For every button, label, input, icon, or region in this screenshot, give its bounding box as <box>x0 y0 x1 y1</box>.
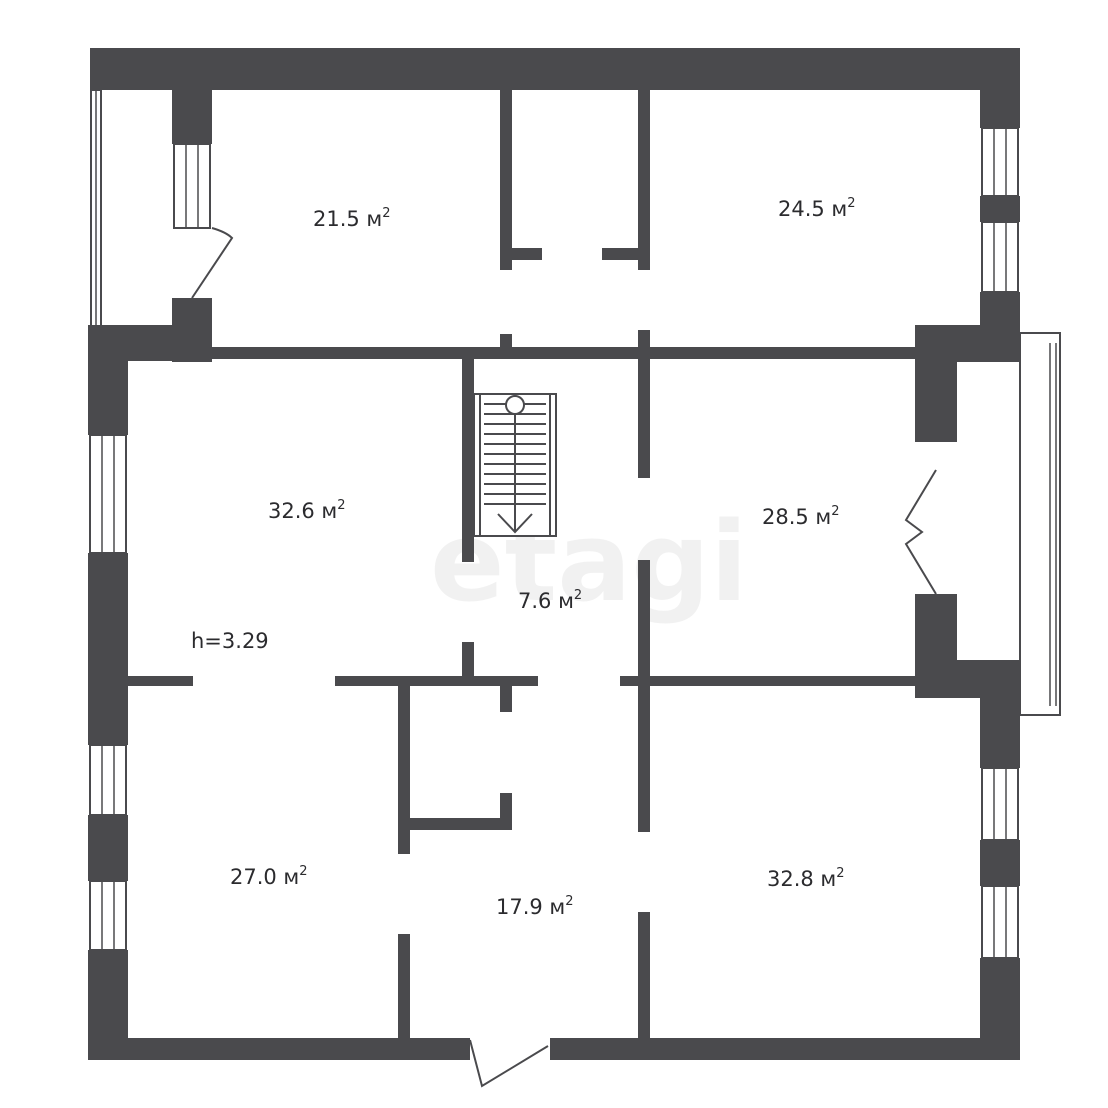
wall-left-2 <box>88 553 128 745</box>
room-label-27-0: 27.0 м2 <box>230 864 308 889</box>
door-balcony <box>191 227 234 299</box>
partition-top-right-stub <box>602 248 650 260</box>
staircase <box>473 393 557 537</box>
window-left-1 <box>89 434 127 554</box>
partition-closet-right <box>500 793 512 830</box>
partition-top-right-vertical <box>638 90 650 270</box>
wall-top <box>90 48 1020 90</box>
partition-mid-right <box>620 676 917 686</box>
partition-mid-left-stub <box>128 676 193 686</box>
wall-left-3 <box>88 815 128 881</box>
wall-left-1 <box>88 325 128 435</box>
partition-closet-bottom <box>398 818 512 830</box>
ceiling-height-label: h=3.29 <box>191 629 269 653</box>
wall-bottom-left <box>88 1038 470 1060</box>
window-right-4 <box>981 885 1019 959</box>
partition-stair-left <box>462 358 474 562</box>
partition-closet-left <box>398 680 410 854</box>
window-right-2 <box>981 221 1019 293</box>
interior-walls <box>128 90 917 1040</box>
window-left-2 <box>89 744 127 816</box>
room-label-32-8: 32.8 м2 <box>767 866 845 891</box>
partition-center-vertical-mid <box>638 560 650 832</box>
window-right-3 <box>981 767 1019 841</box>
room-labels: 21.5 м2 24.5 м2 32.6 м2 28.5 м2 7.6 м2 2… <box>191 196 856 919</box>
outer-walls <box>88 48 1020 1060</box>
door-bay <box>904 469 937 595</box>
room-label-24-5: 24.5 м2 <box>778 196 856 221</box>
partition-upper-horizontal <box>212 347 917 359</box>
partition-top-left-vertical <box>500 90 512 270</box>
wall-right-3 <box>980 660 1020 768</box>
partition-small-stub-2 <box>638 330 650 348</box>
room-label-21-5: 21.5 м2 <box>313 206 391 231</box>
stair-start-icon <box>505 395 525 415</box>
partition-mid-center <box>335 676 538 686</box>
wall-right-4 <box>980 840 1020 886</box>
wall-bottom-right <box>550 1038 1020 1060</box>
window-left-3 <box>89 880 127 951</box>
room-label-28-5: 28.5 м2 <box>762 504 840 529</box>
room-label-17-9: 17.9 м2 <box>496 894 574 919</box>
doors <box>191 227 937 1088</box>
room-label-7-6: 7.6 м2 <box>518 588 582 613</box>
room-label-32-6: 32.6 м2 <box>268 498 346 523</box>
wall-right-1 <box>980 196 1020 222</box>
partition-top-left-stub <box>500 248 542 260</box>
partition-mid-center-up <box>462 642 474 680</box>
partition-bottom-right <box>638 912 650 1040</box>
windows <box>89 89 1061 959</box>
wall-right-5 <box>980 958 1020 1060</box>
window-upper-left <box>173 143 211 229</box>
window-bay-right <box>1019 332 1061 716</box>
partition-center-vertical-upper <box>638 358 650 478</box>
partition-mid-center-down <box>500 680 512 712</box>
partition-bottom-left <box>398 934 410 1040</box>
wall-bay-pier-top <box>915 325 957 442</box>
wall-top-right-corner <box>980 48 1020 128</box>
wall-upper-left-pier <box>172 88 212 144</box>
partition-small-stub-1 <box>500 334 512 348</box>
door-entrance <box>469 1039 549 1088</box>
window-right-1 <box>981 127 1019 197</box>
stair-direction-arrow-icon <box>497 513 533 534</box>
